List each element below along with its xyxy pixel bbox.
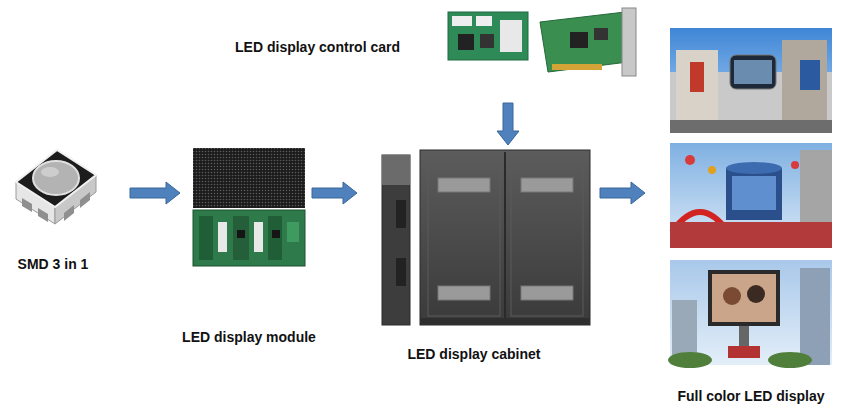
photo-screen-image bbox=[734, 60, 772, 84]
receiving-card bbox=[448, 12, 528, 60]
photo-street bbox=[670, 120, 832, 133]
photo-sky bbox=[670, 143, 832, 248]
cabinet-handle bbox=[521, 178, 573, 192]
photo-sky bbox=[670, 260, 832, 365]
photo-sky bbox=[670, 28, 832, 133]
photo-face bbox=[747, 285, 765, 303]
photo-sign bbox=[690, 62, 704, 92]
card-chip bbox=[458, 34, 474, 50]
cabinet-back bbox=[420, 150, 590, 325]
chip-lead bbox=[64, 205, 74, 221]
cabinet-handle bbox=[438, 286, 490, 300]
stage-label: LED display control card bbox=[235, 39, 400, 56]
cabinet-side-top bbox=[382, 155, 410, 185]
flow-arrow bbox=[497, 103, 519, 145]
led-matrix bbox=[193, 148, 305, 208]
cabinet-panel bbox=[511, 158, 583, 316]
card-bracket bbox=[622, 8, 636, 76]
cabinet-latch bbox=[396, 200, 406, 228]
pcb-part bbox=[268, 216, 282, 260]
flow-stage: LED display cabinet bbox=[382, 150, 590, 325]
lens-highlight bbox=[41, 167, 59, 177]
pcb-connector bbox=[254, 222, 263, 252]
pcb-part bbox=[287, 222, 299, 242]
photo-billboard bbox=[708, 270, 780, 326]
photo-face bbox=[723, 287, 741, 305]
card-chip bbox=[570, 32, 588, 48]
flow-stage: LED display module bbox=[193, 148, 305, 266]
stage-label: Full color LED display bbox=[677, 388, 824, 405]
cabinet-divider bbox=[504, 152, 506, 320]
photo-base bbox=[728, 346, 760, 358]
photo-screen-image bbox=[732, 176, 776, 210]
chip-lens bbox=[33, 161, 79, 195]
flow-arrow bbox=[312, 182, 357, 204]
photo-crowd bbox=[670, 222, 832, 248]
photo-balloon bbox=[708, 166, 716, 174]
module-pcb bbox=[193, 210, 305, 266]
chip-lead bbox=[38, 208, 48, 222]
pcb-chip bbox=[272, 230, 280, 238]
cabinet-latch bbox=[396, 258, 406, 286]
card-contacts bbox=[552, 64, 602, 70]
cabinet-handle bbox=[521, 286, 573, 300]
pcb-chip bbox=[237, 230, 245, 238]
stage-label: LED display cabinet bbox=[407, 346, 540, 363]
flow-arrow bbox=[130, 182, 180, 204]
photo-billboard-image bbox=[712, 274, 776, 322]
card-chip bbox=[480, 34, 494, 48]
chip-lead bbox=[22, 198, 32, 212]
card-chip bbox=[594, 28, 608, 40]
photo-tree bbox=[668, 352, 712, 368]
pcb-part bbox=[199, 216, 213, 260]
pcb-connector bbox=[218, 222, 227, 252]
flow-stage: SMD 3 in 1 bbox=[8, 148, 98, 236]
photo-screen bbox=[730, 55, 776, 89]
flow-stage: Full color LED display bbox=[670, 28, 832, 366]
photo-screen bbox=[726, 168, 782, 220]
stage-label: SMD 3 in 1 bbox=[18, 256, 89, 273]
sending-card bbox=[540, 12, 628, 72]
photo-building bbox=[782, 40, 827, 133]
stage-label: LED display module bbox=[182, 329, 316, 346]
card-connector bbox=[452, 16, 472, 26]
card-connector bbox=[476, 16, 492, 26]
photo-building bbox=[800, 268, 830, 365]
chip-top bbox=[16, 150, 96, 207]
chip-lead bbox=[80, 192, 90, 208]
cabinet-side bbox=[382, 155, 410, 325]
cabinet-panel bbox=[428, 158, 500, 316]
photo-tree bbox=[768, 352, 812, 368]
photo-banner bbox=[800, 60, 820, 90]
cabinet-handle bbox=[438, 178, 490, 192]
cabinet-base bbox=[420, 318, 590, 325]
card-connector bbox=[500, 20, 522, 52]
flow-stage: LED display control card bbox=[446, 8, 642, 78]
photo-screen-top bbox=[726, 162, 782, 174]
photo-building bbox=[800, 150, 832, 225]
photo-balloon bbox=[685, 155, 695, 165]
pcb-part bbox=[233, 216, 249, 260]
photo-balloon bbox=[791, 161, 799, 169]
flow-arrow bbox=[600, 182, 645, 204]
